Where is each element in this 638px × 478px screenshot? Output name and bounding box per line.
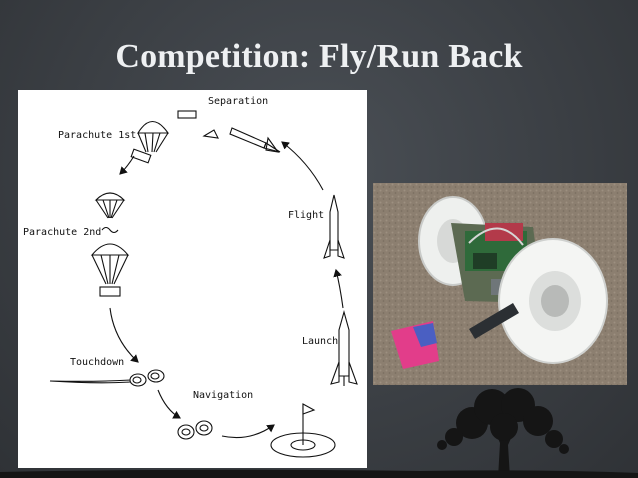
flight-rocket-icon <box>323 194 345 259</box>
label-flight: Flight <box>288 210 325 221</box>
launch-rocket-icon <box>330 309 358 386</box>
separation-rocket-icon <box>229 127 281 153</box>
mission-sequence-drawing <box>49 110 358 458</box>
touchdown-rover-icon <box>49 369 165 387</box>
goal-flag-icon <box>270 403 336 458</box>
label-touchdown: Touchdown <box>70 357 125 368</box>
separation-squiggle-icon <box>101 226 119 234</box>
flight-to-separation-arrow <box>281 141 324 191</box>
bottom-band <box>0 469 638 478</box>
parachute-2nd-main-icon <box>90 243 130 297</box>
descent-to-touchdown-arrow <box>109 307 139 363</box>
label-separation: Separation <box>208 96 269 107</box>
launch-to-flight-arrow <box>333 268 344 309</box>
slide-title: Competition: Fly/Run Back <box>115 38 523 75</box>
nose-cone-icon <box>202 129 219 139</box>
label-parachute-1st: Parachute 1st <box>58 130 137 141</box>
touchdown-to-navigation-arrow <box>157 389 181 419</box>
label-parachute-2nd: Parachute 2nd <box>23 227 102 238</box>
rover-arm <box>469 303 519 339</box>
mission-sequence-diagram: Separation Parachute 1st Parachute 2nd F… <box>18 90 367 468</box>
parachute1-to-parachute2-arrow <box>119 155 135 175</box>
tree-silhouette-icon <box>437 388 569 478</box>
label-launch: Launch <box>302 336 339 347</box>
parachute-1st-icon <box>130 120 170 164</box>
payload-capsule-icon <box>177 110 197 119</box>
navigation-to-goal-arrow <box>221 424 275 439</box>
rover-photo-drawing <box>373 183 627 385</box>
navigation-rover-icon <box>177 420 213 440</box>
label-navigation: Navigation <box>193 390 254 401</box>
parachute-2nd-drogue-icon <box>94 192 126 219</box>
rover-photo <box>373 183 627 385</box>
